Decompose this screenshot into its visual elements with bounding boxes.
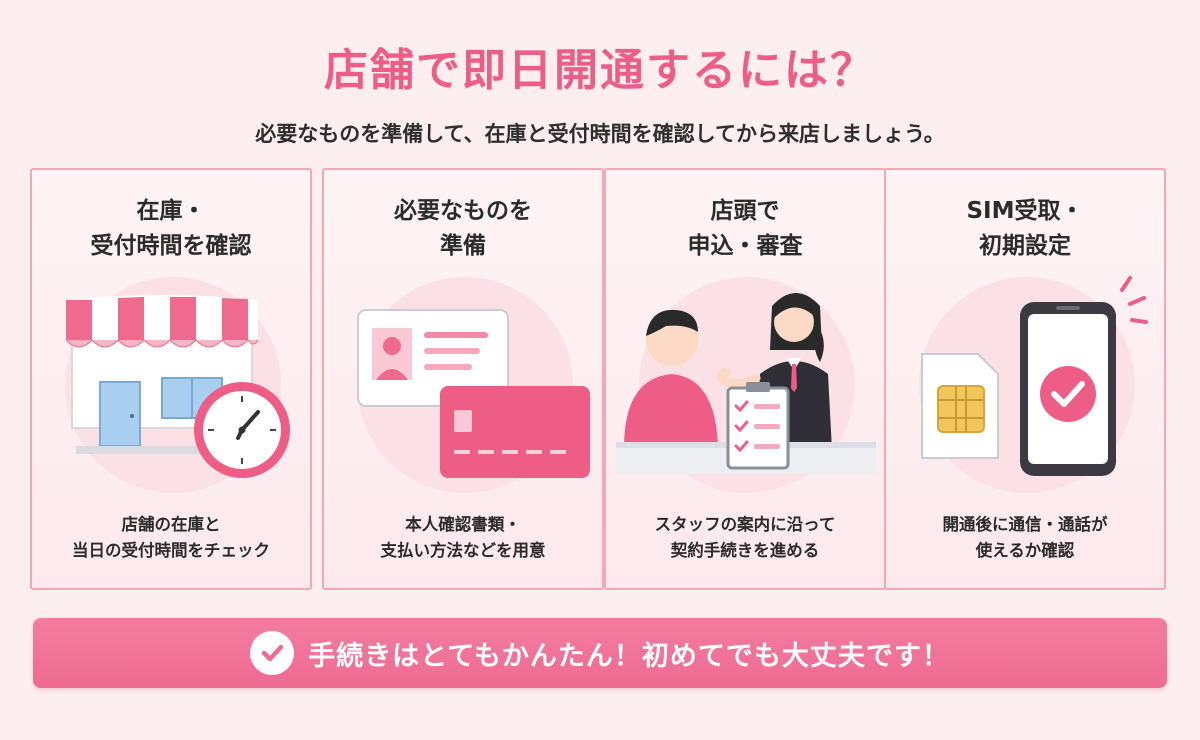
step-description: 店舗の在庫と 当日の受付時間をチェック: [38, 512, 304, 564]
step-card-apply: 店頭で 申込・審査: [604, 168, 886, 590]
step-desc-line: 使えるか確認: [975, 541, 1075, 560]
step-title: 在庫・ 受付時間を確認: [42, 194, 300, 264]
staff-counter-icon: [616, 277, 876, 493]
page-subtitle: 必要なものを準備して、在庫と受付時間を確認してから来店しましょう。: [255, 122, 945, 146]
step-desc-line: 契約手続きを進める: [670, 541, 820, 560]
step-desc-line: 支払い方法などを用意: [380, 541, 546, 560]
step-title-line: 初期設定: [979, 233, 1071, 259]
step-title-line: 準備: [440, 233, 486, 259]
steps-row: 在庫・ 受付時間を確認: [30, 168, 1170, 592]
step-card-sim-setup: SIM受取・ 初期設定 開通後に通信・通話が 使えるか確認: [884, 168, 1166, 590]
step-title: SIM受取・ 初期設定: [896, 194, 1154, 264]
store-clock-icon: [65, 277, 290, 493]
step-description: 開通後に通信・通話が 使えるか確認: [892, 512, 1158, 564]
step-desc-line: 店舗の在庫と: [121, 515, 221, 534]
step-title-line: 受付時間を確認: [90, 233, 252, 259]
step-description: スタッフの案内に沿って 契約手続きを進める: [612, 512, 878, 564]
step-title-line: 必要なものを: [394, 198, 532, 224]
step-title-line: 在庫・: [136, 198, 206, 224]
step-title: 必要なものを 準備: [334, 194, 592, 264]
sim-smartphone-check-icon: [919, 276, 1148, 493]
step-desc-line: スタッフの案内に沿って: [654, 515, 836, 534]
step-title-line: 店頭で: [710, 198, 780, 224]
step-title-line: SIM受取・: [966, 198, 1084, 224]
id-card-credit-card-icon: [357, 277, 590, 493]
reassurance-banner: 手続きはとてもかんたん！初めてでも大丈夫です！: [33, 618, 1167, 688]
step-desc-line: 当日の受付時間をチェック: [72, 541, 270, 560]
step-card-prepare: 必要なものを 準備 本人確認書類・ 支払い方法などを用意: [322, 168, 604, 590]
banner-text: 手続きはとてもかんたん！初めてでも大丈夫です！: [308, 640, 950, 672]
step-desc-line: 本人確認書類・: [405, 515, 521, 534]
step-title-line: 申込・審査: [687, 233, 803, 259]
step-card-stock: 在庫・ 受付時間を確認: [30, 168, 312, 590]
step-description: 本人確認書類・ 支払い方法などを用意: [330, 512, 596, 564]
page-title: 店舗で即日開通するには？: [324, 45, 876, 96]
check-circle-icon: [250, 631, 295, 675]
step-title: 店頭で 申込・審査: [616, 194, 874, 264]
step-desc-line: 開通後に通信・通話が: [942, 515, 1108, 534]
